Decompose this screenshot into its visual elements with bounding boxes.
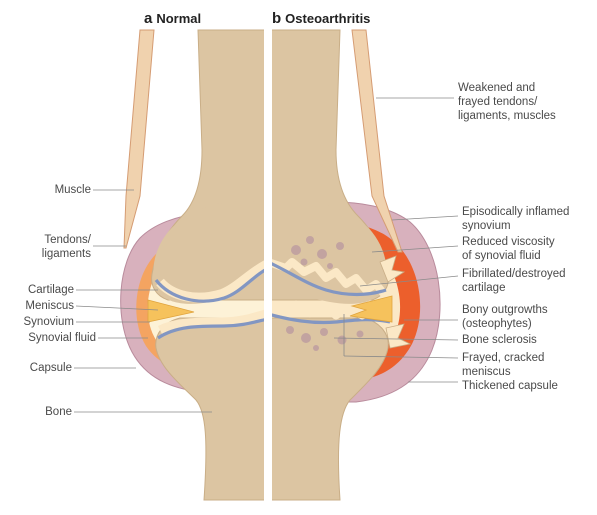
panel-title-normal: Normal	[156, 11, 202, 26]
panel-letter-a: a	[144, 10, 153, 27]
osteophyte-lower	[385, 323, 412, 349]
label-tendons-line2: ligaments	[41, 248, 91, 260]
label-synovium: Synovium	[23, 316, 75, 328]
frayed-meniscus-shape	[349, 295, 393, 323]
label-fibrillated-line1: Fibrillated/destroyed	[462, 268, 566, 280]
osteophyte-upper	[379, 255, 406, 283]
label-weakened-line1: Weakened and	[458, 82, 536, 94]
panel-letter-b: b	[272, 10, 282, 27]
tibia-cartilage	[157, 309, 264, 335]
panel-title-osteoarthritis: Osteoarthritis	[285, 11, 371, 26]
femur-cartilage	[156, 260, 264, 303]
label-inflamed-line1: Episodically inflamed	[462, 206, 570, 218]
label-muscle: Muscle	[54, 184, 91, 196]
femur-condyle	[153, 201, 264, 304]
muscle-tendon	[123, 29, 155, 249]
label-cartilage: Cartilage	[27, 284, 74, 296]
tibia-bone	[155, 317, 264, 501]
leader-lines	[74, 97, 459, 413]
panel-divider	[264, 30, 272, 510]
label-frayed-meniscus-line1: Frayed, cracked	[462, 352, 545, 364]
label-bone-sclerosis: Bone sclerosis	[462, 334, 537, 346]
label-viscosity-line1: Reduced viscosity	[462, 236, 555, 248]
label-thickened-capsule: Thickened capsule	[462, 380, 558, 392]
label-tendons-line1: Tendons/	[44, 234, 91, 246]
label-outgrowths-line1: Bony outgrowths	[462, 304, 548, 316]
meniscus-shape	[147, 299, 195, 323]
label-meniscus: Meniscus	[25, 300, 74, 312]
tibia-bone-oa	[272, 317, 389, 501]
weakened-tendon	[351, 29, 403, 253]
label-weakened-line3: ligaments, muscles	[458, 110, 556, 122]
label-outgrowths-line2: (osteophytes)	[462, 318, 532, 330]
label-viscosity-line2: of synovial fluid	[462, 250, 541, 262]
label-frayed-meniscus-line2: meniscus	[462, 366, 511, 378]
label-synovial-fluid: Synovial fluid	[28, 332, 96, 344]
label-fibrillated-line2: cartilage	[462, 282, 506, 294]
label-bone: Bone	[45, 406, 72, 418]
label-inflamed-line2: synovium	[462, 220, 511, 232]
label-capsule: Capsule	[29, 362, 72, 374]
label-weakened-line2: frayed tendons/	[458, 96, 538, 108]
fibrillated-cartilage	[272, 258, 388, 297]
osteoarthritis-joint	[272, 29, 441, 501]
normal-joint	[120, 29, 264, 501]
